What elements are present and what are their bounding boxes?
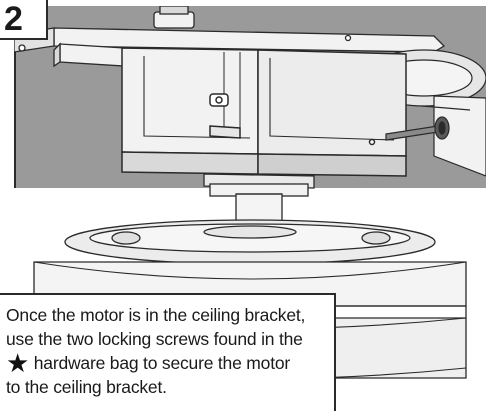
instruction-line-2: use the two locking screws found in the bbox=[6, 329, 303, 349]
star-icon: ★ bbox=[6, 348, 30, 378]
instruction-line-4: to the ceiling bracket. bbox=[6, 377, 167, 397]
bracket-arm-left bbox=[53, 42, 125, 68]
instruction-callout: Once the motor is in the ceiling bracket… bbox=[0, 293, 336, 411]
instruction-line-1: Once the motor is in the ceiling bracket… bbox=[6, 305, 306, 325]
step-number: 2 bbox=[0, 0, 48, 40]
instruction-text: Once the motor is in the ceiling bracket… bbox=[6, 303, 326, 399]
instruction-line-3: hardware bag to secure the motor bbox=[29, 353, 291, 373]
locking-screw bbox=[385, 116, 450, 141]
ceiling-bracket bbox=[121, 47, 407, 177]
